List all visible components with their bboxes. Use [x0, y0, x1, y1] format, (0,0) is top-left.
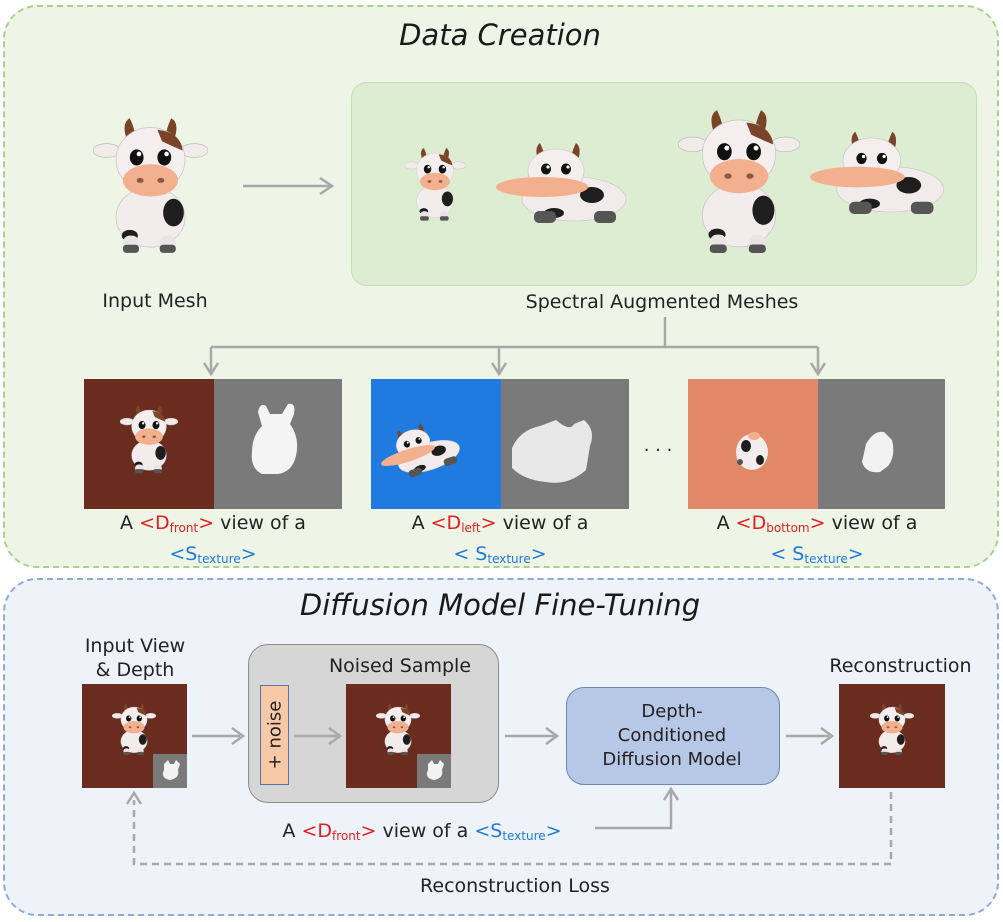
diffusion-model-label: Depth- Conditioned Diffusion Model	[602, 701, 742, 770]
reconstruction-loss-loop	[132, 792, 893, 866]
input-view-label: Input View & Depth	[84, 635, 186, 681]
ellipsis: · · ·	[643, 440, 673, 461]
bottom-depth-silhouette	[862, 431, 894, 473]
noise-tag: + noise	[260, 685, 289, 785]
input-mesh-label: Input Mesh	[102, 290, 208, 312]
reconstruction-loss-label: Reconstruction Loss	[420, 875, 610, 897]
input-view-cow	[112, 703, 156, 756]
diffusion-model-box	[566, 687, 780, 785]
bottom-render-cow	[736, 432, 768, 470]
noised-sample-label: Noised Sample	[328, 655, 472, 677]
caption-bottom: A <Dbottom> view of a < Stexture>	[716, 512, 918, 566]
reconstruction-label: Reconstruction	[829, 655, 972, 677]
noised-depth-silhouette	[426, 760, 444, 780]
input-depth-silhouette	[162, 760, 180, 780]
augmented-meshes-label: Spectral Augmented Meshes	[525, 291, 799, 313]
caption-front: A <Dfront> view of a <Stexture>	[120, 512, 306, 566]
caption-left: A <Dleft> view of a < Stexture>	[411, 512, 589, 566]
left-depth-silhouette	[512, 420, 592, 483]
noised-sample-cow	[376, 703, 420, 756]
data-creation-title: Data Creation	[399, 18, 601, 52]
fine-tuning-prompt: A <Dfront> view of a <Stexture>	[282, 820, 562, 843]
arrows	[192, 176, 835, 830]
front-depth-silhouette	[251, 403, 298, 474]
reconstruction-cow	[870, 703, 914, 756]
fine-tuning-title: Diffusion Model Fine-Tuning	[299, 588, 701, 622]
